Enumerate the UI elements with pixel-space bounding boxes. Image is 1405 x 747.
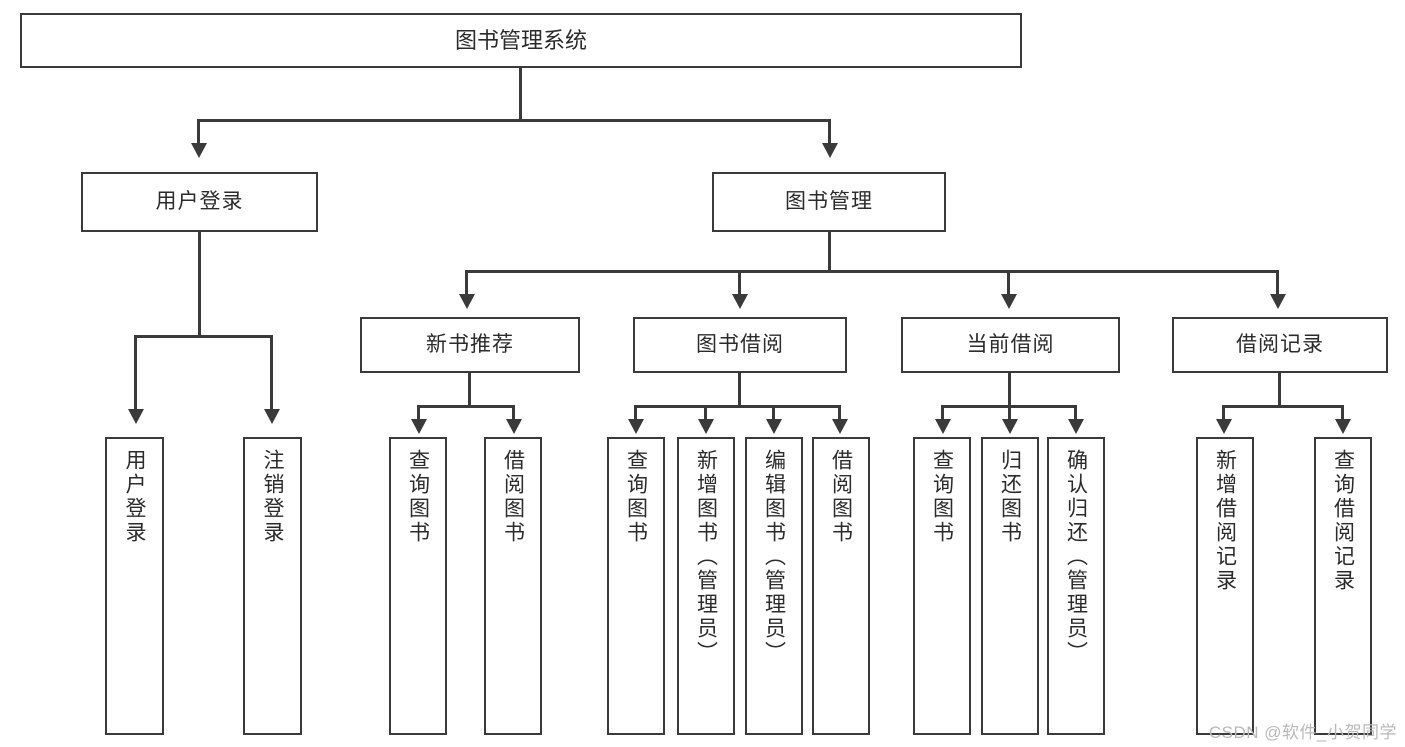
leaf-label: 查询图书 [624,449,648,545]
connector-root-drop-right [828,119,831,145]
node-label: 用户登录 [155,189,244,213]
connector-br-bus [1222,405,1344,408]
connector-nbr-stem [468,373,471,407]
leaf-bb-add-book[interactable]: 新增图书（管理员） [677,437,735,735]
connector-bm-drop-2 [738,270,741,296]
connector-bb-drop-4 [838,405,841,421]
arrow-to-leaf-bb-2 [698,419,714,434]
arrow-to-book-manage [822,143,838,158]
connector-user-login-bus [134,335,273,338]
connector-bm-drop-4 [1276,270,1279,296]
node-new-book-recommend[interactable]: 新书推荐 [360,317,580,373]
node-borrow-record[interactable]: 借阅记录 [1172,317,1388,373]
connector-cb-drop-2 [1008,405,1011,421]
connector-user-login-drop-1 [134,335,137,411]
leaf-bb-borrow-book[interactable]: 借阅图书 [812,437,870,735]
arrow-to-leaf-bb-1 [628,419,644,434]
arrow-to-leaf-nbr-1 [411,419,427,434]
leaf-nbr-borrow-book[interactable]: 借阅图书 [484,437,542,735]
arrow-to-borrow-record [1270,294,1286,309]
node-label: 当前借阅 [966,332,1055,356]
arrow-to-leaf-bb-4 [832,419,848,434]
connector-bb-drop-1 [634,405,637,421]
leaf-label: 注销登录 [261,449,284,545]
connector-bb-drop-2 [704,405,707,421]
connector-book-manage-stem [828,232,831,272]
leaf-bb-edit-book[interactable]: 编辑图书（管理员） [745,437,803,735]
arrow-to-leaf-user-login [128,409,144,424]
arrow-to-leaf-logout [264,409,280,424]
connector-book-manage-bus [465,270,1279,273]
connector-br-drop-1 [1222,405,1225,421]
leaf-logout[interactable]: 注销登录 [243,437,302,735]
arrow-to-leaf-bb-3 [766,419,782,434]
leaf-cb-query-book[interactable]: 查询图书 [913,437,971,735]
connector-bm-drop-3 [1007,270,1010,296]
arrow-to-leaf-cb-2 [1002,419,1018,434]
arrow-to-book-borrow [732,294,748,309]
leaf-label: 查询借阅记录 [1331,449,1355,593]
leaf-label: 新增图书（管理员） [694,449,718,665]
connector-bb-drop-3 [772,405,775,421]
leaf-label: 用户登录 [123,449,146,545]
leaf-br-query-record[interactable]: 查询借阅记录 [1314,437,1372,735]
node-label: 图书管理系统 [454,27,587,53]
leaf-label: 新增借阅记录 [1213,449,1237,593]
leaf-bb-query-book[interactable]: 查询图书 [607,437,665,735]
leaf-user-login[interactable]: 用户登录 [105,437,164,735]
connector-nbr-drop-1 [417,405,420,421]
arrow-to-leaf-br-1 [1216,419,1232,434]
leaf-cb-confirm-return[interactable]: 确认归还（管理员） [1047,437,1105,735]
node-book-manage[interactable]: 图书管理 [712,172,946,232]
node-book-borrow[interactable]: 图书借阅 [633,317,847,373]
node-root-system[interactable]: 图书管理系统 [20,13,1022,68]
connector-user-login-drop-2 [270,335,273,411]
csdn-watermark: CSDN @软件_小贺同学 [1208,723,1397,742]
connector-cb-drop-3 [1074,405,1077,421]
arrow-to-leaf-cb-1 [935,419,951,434]
leaf-nbr-query-book[interactable]: 查询图书 [389,437,447,735]
leaf-label: 归还图书 [998,449,1022,545]
connector-cb-stem [1008,373,1011,407]
arrow-to-leaf-cb-3 [1068,419,1084,434]
leaf-label: 确认归还（管理员） [1064,449,1088,665]
leaf-br-add-record[interactable]: 新增借阅记录 [1196,437,1254,735]
leaf-label: 查询图书 [406,449,430,545]
node-label: 图书管理 [785,189,873,213]
arrow-to-leaf-nbr-2 [506,419,522,434]
connector-root-bus [197,119,831,122]
arrow-to-user-login [191,143,207,158]
connector-user-login-stem [198,232,201,337]
connector-root-drop-left [197,119,200,145]
arrow-to-current-borrow [1001,294,1017,309]
leaf-label: 借阅图书 [501,449,525,545]
connector-bb-bus [634,405,840,408]
connector-nbr-bus [417,405,515,408]
connector-bb-stem [738,373,741,407]
node-user-login[interactable]: 用户登录 [81,172,318,232]
node-label: 新书推荐 [426,332,514,356]
leaf-label: 编辑图书（管理员） [762,449,786,665]
node-current-borrow[interactable]: 当前借阅 [901,317,1120,373]
connector-br-stem [1278,373,1281,407]
connector-root-stem [519,68,522,120]
arrow-to-new-book-recommend [459,294,475,309]
connector-cb-drop-1 [941,405,944,421]
leaf-label: 查询图书 [930,449,954,545]
arrow-to-leaf-br-2 [1335,419,1351,434]
node-label: 图书借阅 [696,332,784,356]
leaf-label: 借阅图书 [829,449,853,545]
leaf-cb-return-book[interactable]: 归还图书 [981,437,1039,735]
connector-br-drop-2 [1341,405,1344,421]
connector-nbr-drop-2 [512,405,515,421]
node-label: 借阅记录 [1236,332,1324,356]
connector-bm-drop-1 [465,270,468,296]
